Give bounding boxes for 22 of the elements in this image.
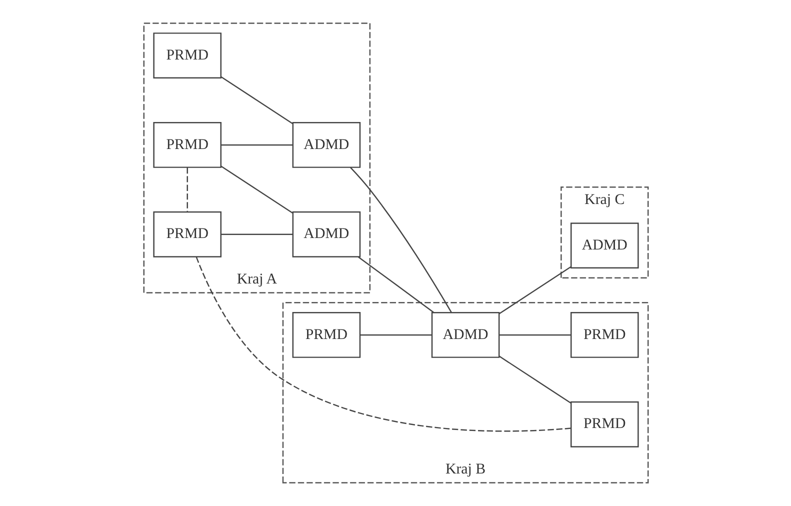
connector [220, 234, 292, 235]
connector [358, 256, 434, 313]
node-box: PRMD [292, 312, 360, 358]
node-box: ADMD [570, 222, 638, 269]
connector [186, 167, 188, 212]
node-box: ADMD [292, 211, 360, 258]
connector [349, 167, 452, 313]
node-box: PRMD [570, 401, 638, 448]
node-box: PRMD [152, 122, 222, 168]
node-box: PRMD [570, 312, 638, 358]
connector [220, 76, 292, 124]
node-box: ADMD [292, 122, 360, 168]
connector [498, 266, 571, 314]
node-box: ADMD [430, 312, 500, 358]
connector [220, 166, 292, 214]
connector [498, 356, 571, 404]
connector [360, 334, 432, 336]
connector [498, 334, 570, 336]
node-box: PRMD [152, 32, 222, 79]
connector [195, 256, 570, 432]
connector [220, 144, 292, 146]
node-box: PRMD [152, 211, 222, 258]
